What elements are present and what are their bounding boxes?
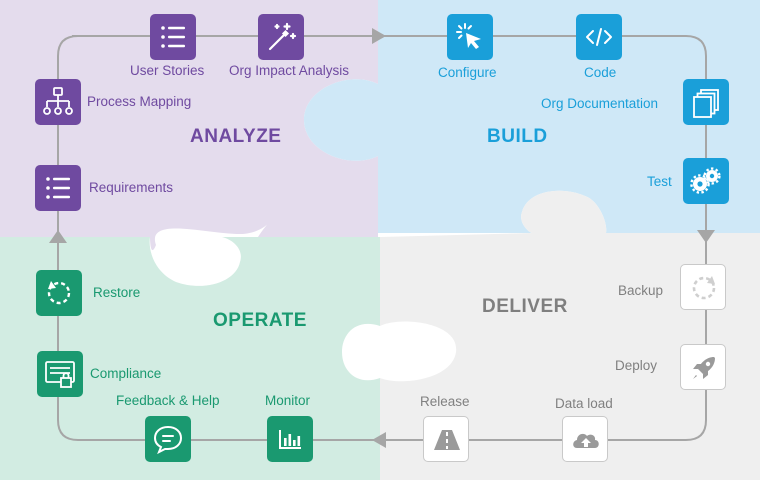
compliance-label: Compliance — [90, 366, 162, 381]
restore-label: Restore — [93, 285, 141, 300]
backup-icon — [692, 276, 716, 300]
monitor-label: Monitor — [265, 393, 311, 408]
analyze-title: ANALYZE — [190, 126, 282, 147]
configure-step[interactable] — [447, 14, 493, 60]
user-stories-step[interactable] — [150, 14, 196, 60]
feedback-help-label: Feedback & Help — [116, 393, 220, 408]
compliance-step[interactable] — [37, 351, 83, 397]
gears-icon — [690, 167, 721, 194]
user-stories-label: User Stories — [130, 63, 205, 78]
analyze-quadrant — [0, 0, 378, 251]
bar-chart-icon — [279, 430, 301, 449]
operate-title: OPERATE — [213, 310, 307, 331]
org-documentation-label: Org Documentation — [541, 96, 659, 111]
deploy-label: Deploy — [615, 358, 658, 373]
backup-step[interactable] — [680, 264, 726, 310]
certificate-icon — [45, 361, 75, 388]
org-impact-analysis-label: Org Impact Analysis — [229, 63, 350, 78]
arrow-down — [697, 230, 715, 243]
arrow-left — [372, 432, 386, 448]
code-label: Code — [584, 65, 617, 80]
requirements-step[interactable] — [35, 165, 81, 211]
requirements-label: Requirements — [89, 180, 174, 195]
list-icon — [46, 177, 70, 199]
test-label: Test — [647, 174, 672, 189]
process-mapping-step[interactable] — [35, 79, 81, 125]
backup-label: Backup — [618, 283, 664, 298]
org-impact-analysis-step[interactable] — [258, 14, 304, 60]
code-step[interactable] — [576, 14, 622, 60]
monitor-step[interactable] — [267, 416, 313, 462]
deliver-quadrant — [380, 190, 760, 480]
deploy-step[interactable] — [680, 344, 726, 390]
restore-step[interactable] — [36, 270, 82, 316]
arrow-up — [49, 230, 67, 243]
org-documentation-step[interactable] — [683, 79, 729, 125]
data-load-step[interactable] — [562, 416, 608, 462]
restore-icon — [47, 281, 71, 305]
code-icon — [586, 28, 612, 46]
list-icon — [161, 26, 185, 48]
cloud-upload-icon — [573, 433, 599, 448]
documents-icon — [693, 89, 719, 118]
deliver-title: DELIVER — [482, 296, 568, 317]
release-label: Release — [420, 394, 470, 409]
org-chart-icon — [43, 87, 73, 115]
process-mapping-label: Process Mapping — [87, 94, 192, 109]
cursor-click-icon — [456, 23, 481, 49]
feedback-help-step[interactable] — [145, 416, 191, 462]
magic-wand-icon — [268, 22, 297, 51]
data-load-label: Data load — [555, 396, 613, 411]
chat-icon — [153, 425, 183, 455]
release-step[interactable] — [423, 416, 469, 462]
build-title: BUILD — [487, 126, 548, 147]
road-icon — [434, 430, 460, 450]
test-step[interactable] — [683, 158, 729, 204]
rocket-icon — [693, 357, 715, 379]
configure-label: Configure — [438, 65, 497, 80]
arrow-right — [372, 28, 386, 44]
build-quadrant — [304, 0, 760, 233]
